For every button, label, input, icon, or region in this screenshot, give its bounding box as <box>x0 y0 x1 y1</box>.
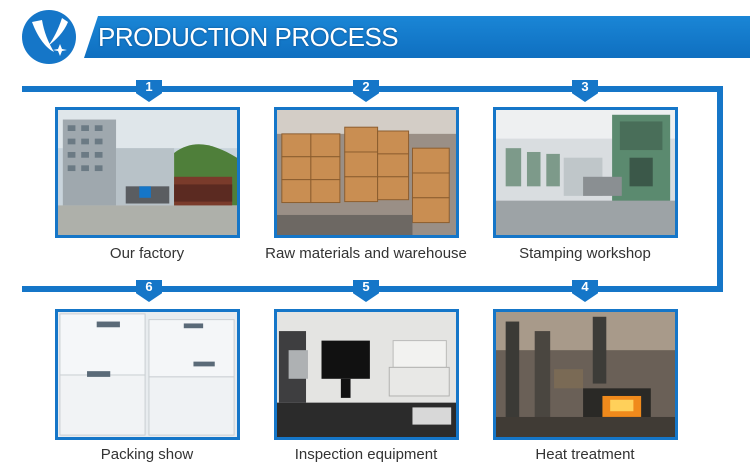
company-logo-icon <box>18 8 80 66</box>
step-marker-3: 3 <box>572 80 598 102</box>
inspection-lab-photo <box>274 309 459 440</box>
warehouse-boxes-photo <box>274 107 459 238</box>
title-banner <box>84 16 750 58</box>
step-caption-4: Heat treatment <box>535 446 635 463</box>
flow-line-right <box>717 86 723 292</box>
factory-building-photo <box>55 107 240 238</box>
step-marker-1: 1 <box>136 80 162 102</box>
heat-treatment-furnace-photo <box>493 309 678 440</box>
packing-boxes-photo <box>55 309 240 440</box>
step-caption-5: Inspection equipment <box>294 446 438 463</box>
step-caption-6: Packing show <box>100 446 194 463</box>
step-caption-1: Our factory <box>109 245 185 262</box>
page-title: PRODUCTION PROCESS <box>98 22 399 52</box>
step-caption-3: Stamping workshop <box>519 245 651 262</box>
stamping-machines-photo <box>493 107 678 238</box>
step-marker-6: 6 <box>136 280 162 302</box>
step-marker-4: 4 <box>572 280 598 302</box>
step-marker-5: 5 <box>353 280 379 302</box>
step-caption-2: Raw materials and warehouse <box>265 245 467 262</box>
step-marker-2: 2 <box>353 80 379 102</box>
